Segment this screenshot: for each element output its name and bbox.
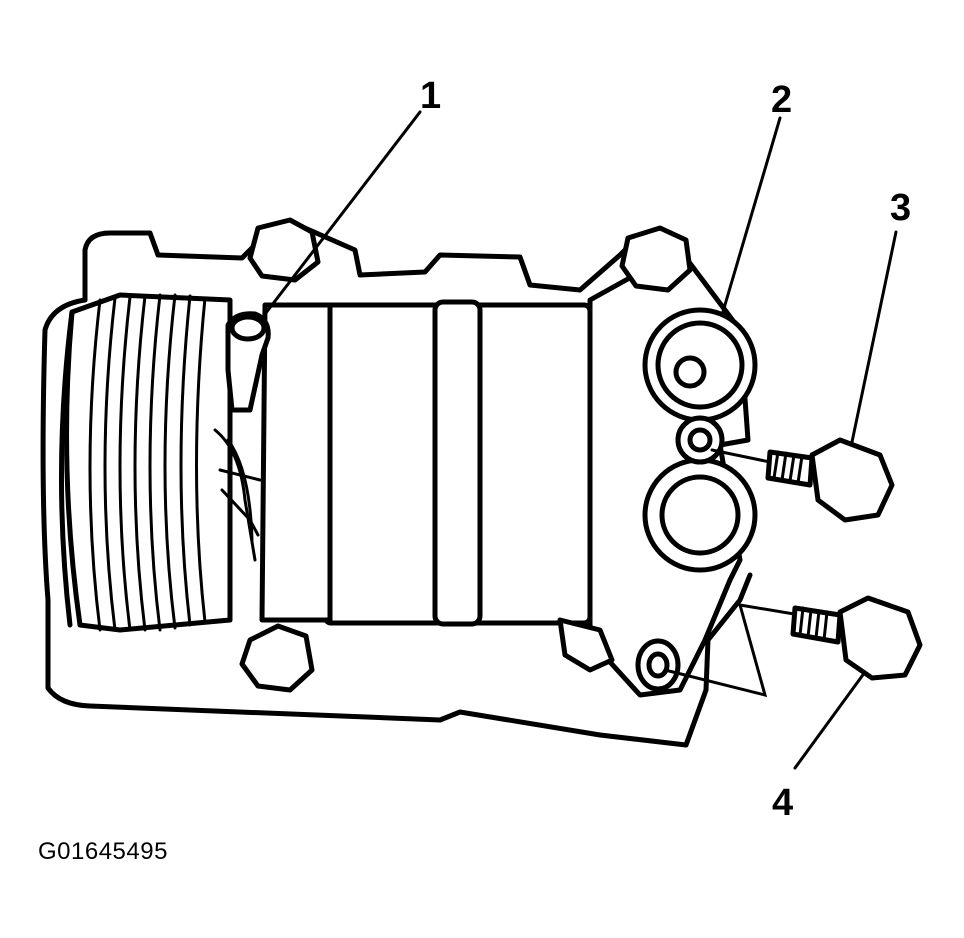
- mounting-ear-top-right: [619, 225, 693, 293]
- mounting-ear-bottom-left: [239, 623, 315, 693]
- mounting-ear-bottom-right: [557, 617, 615, 673]
- bolt-3: [710, 437, 895, 523]
- callout-1: 1: [420, 75, 441, 117]
- leader-lines: [260, 110, 898, 770]
- callout-4: 4: [772, 782, 793, 824]
- mounting-ear-top-left: [247, 217, 321, 283]
- figure-id: G01645495: [38, 838, 168, 865]
- fitting: [225, 311, 271, 413]
- leader-line-4: [793, 670, 867, 770]
- port-sealing-washers: [635, 307, 758, 692]
- callout-3: 3: [890, 187, 911, 229]
- callout-2: 2: [771, 79, 792, 121]
- pulley-grooves: [88, 293, 207, 632]
- leader-line-1: [260, 110, 422, 320]
- leader-line-2: [720, 116, 782, 317]
- leader-line-3: [850, 230, 898, 444]
- bolt-4: [663, 595, 923, 698]
